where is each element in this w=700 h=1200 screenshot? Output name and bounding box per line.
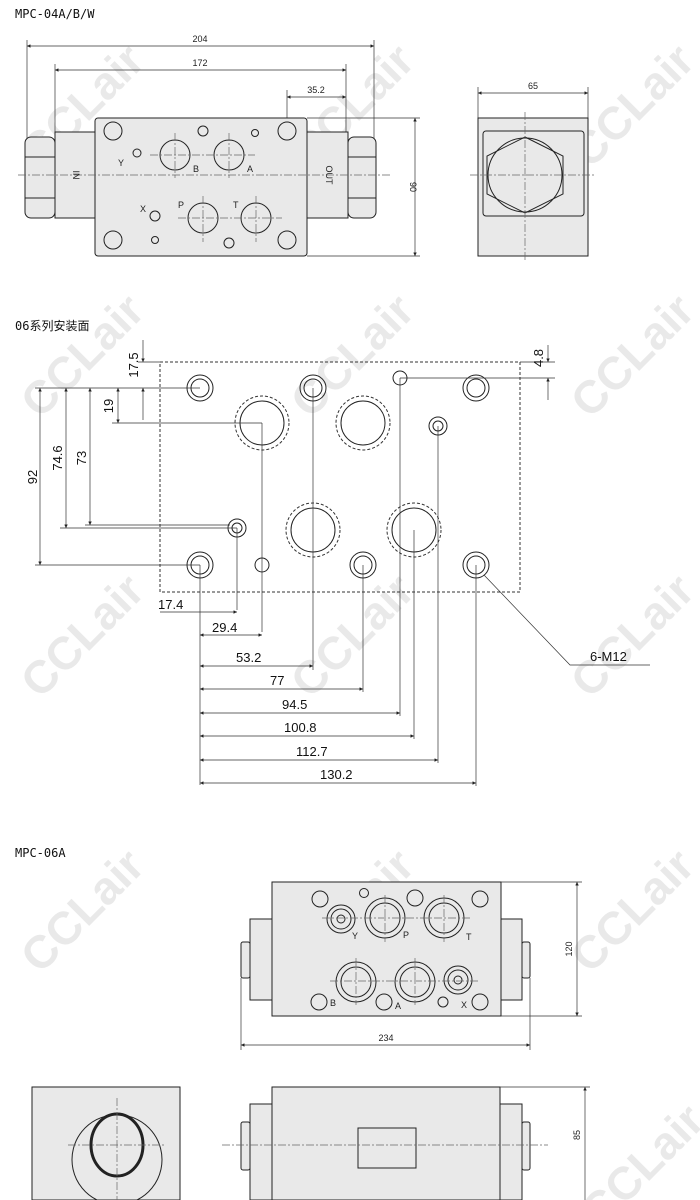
thread-callout: 6-M12 — [590, 649, 627, 664]
dim-17-5: 17.5 — [126, 352, 141, 377]
port-y: Y — [352, 931, 358, 941]
watermark: CCLair — [560, 839, 700, 982]
port-a: A — [247, 164, 253, 174]
dim-94-5: 94.5 — [282, 697, 307, 712]
section3-title: MPC-06A — [15, 846, 66, 860]
dim-234: 234 — [378, 1033, 393, 1043]
dim-4-8: 4.8 — [531, 349, 546, 367]
section1-title: MPC-04A/B/W — [15, 7, 95, 21]
dim-172: 172 — [192, 58, 207, 68]
dim-29-4: 29.4 — [212, 620, 237, 635]
dim-100-8: 100.8 — [284, 720, 317, 735]
label-in: IN — [71, 171, 81, 180]
section2-title: 06系列安装面 — [15, 318, 89, 333]
watermark: CCLair — [280, 284, 423, 427]
watermark: CCLair — [10, 839, 153, 982]
mounting-surface-06: 92 74.6 73 19 17.5 4.8 17.4 29.4 53.2 77… — [25, 340, 650, 786]
port-t: T — [233, 200, 239, 210]
port-y: Y — [118, 158, 124, 168]
dim-35-2: 35.2 — [307, 85, 325, 95]
watermark: CCLair — [560, 564, 700, 707]
dim-19: 19 — [101, 399, 116, 413]
mpc06-end-view — [31, 1086, 181, 1200]
port-x: X — [461, 1000, 467, 1010]
dim-53-2: 53.2 — [236, 650, 261, 665]
dim-204: 204 — [192, 34, 207, 44]
label-out: OUT — [324, 166, 334, 186]
dim-77: 77 — [270, 673, 284, 688]
dim-74-6: 74.6 — [50, 445, 65, 470]
port-b: B — [193, 164, 199, 174]
port-b: B — [330, 998, 336, 1008]
dim-85: 85 — [572, 1130, 582, 1140]
port-t: T — [466, 932, 472, 942]
dim-120: 120 — [564, 941, 574, 956]
dim-90: 90 — [408, 182, 418, 192]
watermark: CCLair — [560, 284, 700, 427]
port-x: X — [140, 204, 146, 214]
port-p: P — [178, 200, 184, 210]
mpc06-top-view: Y P T B A X 120 234 — [240, 881, 582, 1050]
dim-130-2: 130.2 — [320, 767, 353, 782]
watermark: CCLair — [10, 564, 153, 707]
dim-17-4: 17.4 — [158, 597, 183, 612]
mpc04-side-view: 65 — [470, 81, 595, 262]
dim-112-7: 112.7 — [296, 744, 328, 759]
watermark: CCLair — [570, 1094, 700, 1200]
watermark: CCLair — [280, 564, 423, 707]
mpc06-side-view: 85 — [222, 1086, 590, 1200]
dim-73: 73 — [74, 451, 89, 465]
port-a: A — [395, 1001, 401, 1011]
dim-92: 92 — [25, 470, 40, 484]
port-p: P — [403, 930, 409, 940]
dim-65: 65 — [528, 81, 538, 91]
mpc04-front-view: 204 172 35.2 IN OUT Y B A X P T — [18, 34, 420, 257]
